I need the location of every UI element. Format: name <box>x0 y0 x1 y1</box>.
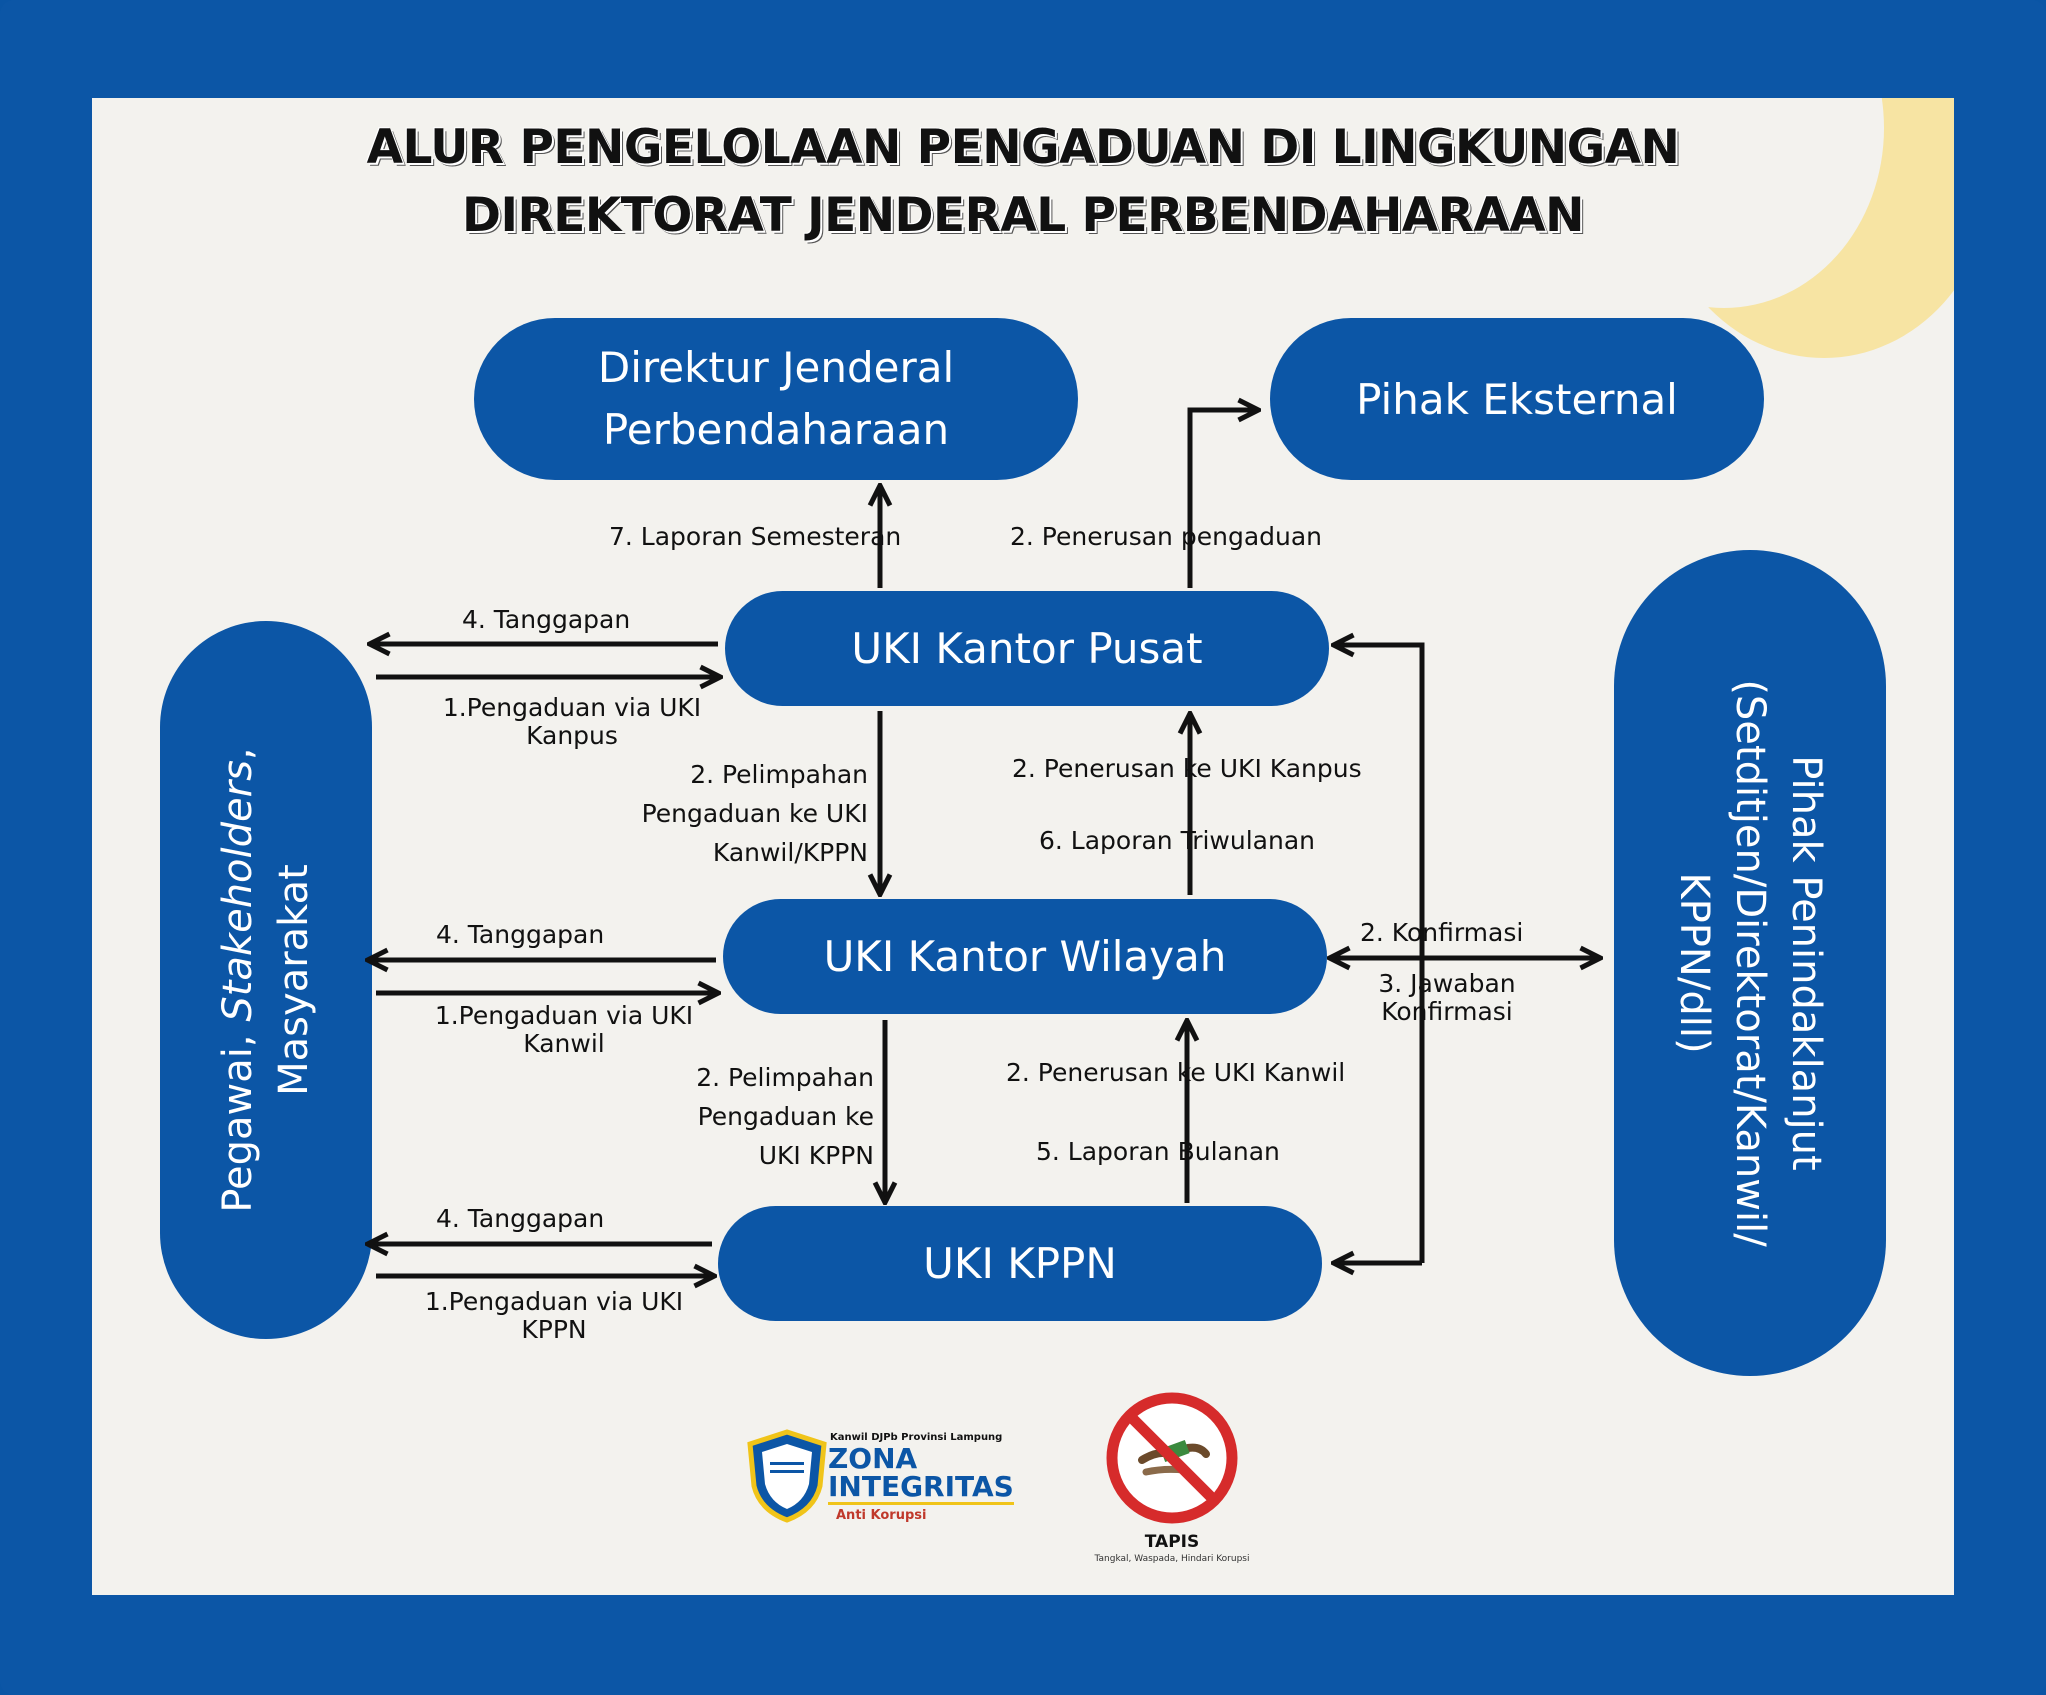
node-uki-kantor-wilayah: UKI Kantor Wilayah <box>723 899 1327 1014</box>
label-laporan-bulanan: 5. Laporan Bulanan <box>1036 1137 1280 1166</box>
zi-caption: Kanwil DJPb Provinsi Lampung <box>830 1432 1003 1443</box>
zi-line2: INTEGRITAS <box>828 1470 1014 1505</box>
node-dirjen: Direktur Jenderal Perbendaharaan <box>474 318 1078 480</box>
diagram-canvas: ALUR PENGELOLAAN PENGADUAN DI LINGKUNGAN… <box>92 98 1954 1595</box>
label-penerusan-kanwil: 2. Penerusan ke UKI Kanwil <box>1006 1058 1346 1087</box>
tapis-logo: TAPIS Tangkal, Waspada, Hindari Korupsi <box>1072 1388 1272 1568</box>
label-pengaduan-kanpus: 1.Pengaduan via UKI Kanpus <box>442 693 702 750</box>
tapis-tagline: Tangkal, Waspada, Hindari Korupsi <box>1094 1554 1250 1564</box>
arrow-penerusan-pengaduan <box>1187 410 1256 588</box>
zi-line1: ZONA <box>828 1442 918 1475</box>
label-pelimpahan-kanwil: 2. Pelimpahan Pengaduan ke UKI Kanwil/KP… <box>641 760 868 867</box>
label-tanggapan-kanwil: 4. Tanggapan <box>436 920 605 949</box>
node-uki-kppn: UKI KPPN <box>718 1206 1322 1321</box>
label-pelimpahan-kppn: 2. Pelimpahan Pengaduan ke UKI KPPN <box>696 1063 874 1170</box>
label-jawaban-konfirmasi: 3. Jawaban Konfirmasi <box>1378 969 1516 1026</box>
node-uki-kantor-pusat: UKI Kantor Pusat <box>725 591 1329 706</box>
label-laporan-triwulanan: 6. Laporan Triwulanan <box>1039 826 1315 855</box>
label-pengaduan-kppn: 1.Pengaduan via UKI KPPN <box>424 1287 684 1344</box>
label-tanggapan-kanpus: 4. Tanggapan <box>462 605 631 634</box>
flow-arrows <box>92 98 1954 1595</box>
zona-integritas-logo: Kanwil DJPb Provinsi Lampung ZONA INTEGR… <box>744 1428 1014 1528</box>
node-pegawai-stakeholders <box>160 621 372 1339</box>
no-bribery-icon <box>1106 1392 1238 1524</box>
shield-icon <box>747 1429 827 1523</box>
label-penerusan-pengaduan: 2. Penerusan pengaduan <box>1010 522 1323 551</box>
node-pihak-eksternal: Pihak Eksternal <box>1270 318 1764 480</box>
label-penerusan-kanpus: 2. Penerusan ke UKI Kanpus <box>1012 754 1362 783</box>
tapis-name: TAPIS <box>1144 1532 1200 1552</box>
label-konfirmasi: 2. Konfirmasi <box>1360 918 1524 947</box>
zi-anti: Anti Korupsi <box>836 1508 927 1523</box>
label-pengaduan-kanwil: 1.Pengaduan via UKI Kanwil <box>434 1001 694 1058</box>
label-laporan-semesteran: 7. Laporan Semesteran <box>609 522 902 551</box>
label-tanggapan-kppn: 4. Tanggapan <box>436 1204 605 1233</box>
page-title: ALUR PENGELOLAAN PENGADUAN DI LINGKUNGAN… <box>366 120 1680 243</box>
node-pihak-penindaklanjut <box>1614 550 1886 1376</box>
